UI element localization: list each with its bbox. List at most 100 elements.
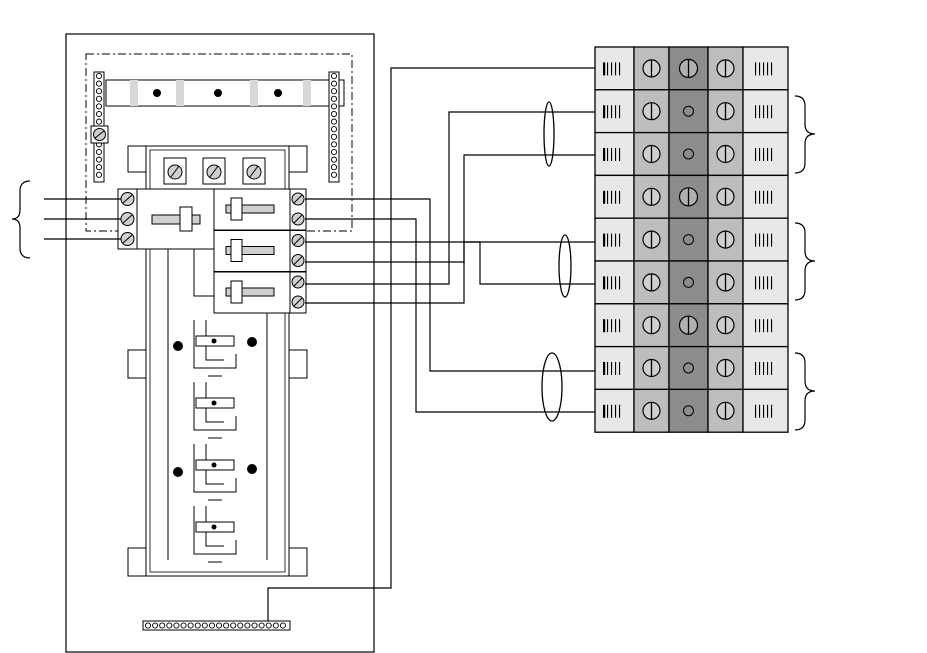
terminal-marker-tick	[759, 148, 760, 161]
ground-bar-terminal	[273, 623, 278, 628]
terminal-marker-tick	[611, 234, 612, 247]
terminal-marker-tick	[771, 148, 772, 161]
terminal-marker-tick	[619, 276, 620, 289]
side-bar-terminal	[96, 149, 101, 154]
terminal-cell	[595, 218, 634, 261]
side-bar-terminal	[96, 111, 101, 116]
terminal-cell	[743, 90, 788, 133]
side-bar-terminal	[96, 165, 101, 170]
terminal-marker-tick	[607, 191, 608, 204]
terminal-row-5	[595, 218, 788, 261]
ground-screw-terminal	[91, 126, 108, 143]
ground-bar-terminal	[266, 623, 271, 628]
terminal-cell	[669, 218, 708, 261]
main-breaker-terminal-2	[121, 213, 134, 226]
terminal-row-3	[595, 133, 788, 176]
terminal-marker-tick	[763, 191, 764, 204]
branch-breaker-1	[214, 189, 306, 230]
terminal-marker-tick	[763, 362, 764, 375]
ground-bar-terminal	[145, 623, 150, 628]
terminal-marker-tick	[619, 405, 620, 418]
ground-bar-terminal	[188, 623, 193, 628]
terminal-marker-tick	[759, 105, 760, 118]
terminal-marker-tick	[603, 62, 605, 75]
terminal-marker-tick	[615, 319, 616, 332]
terminal-marker-tick	[603, 105, 605, 118]
terminal-cell	[743, 175, 788, 218]
terminal-cell	[669, 347, 708, 390]
terminal-cell	[669, 133, 708, 176]
terminal-marker-tick	[767, 276, 768, 289]
terminal-marker-tick	[603, 319, 605, 332]
terminal-marker-tick	[771, 362, 772, 375]
terminal-marker-tick	[755, 62, 756, 75]
side-bar-terminal	[96, 96, 101, 101]
ground-bar-terminal	[195, 623, 200, 628]
branch-breaker-group	[214, 189, 306, 313]
terminal-group-braces	[795, 96, 815, 430]
cable-bundle-3	[542, 353, 562, 421]
terminal-row-4	[595, 175, 788, 218]
terminal-marker-tick	[611, 405, 612, 418]
terminal-row-9	[595, 389, 788, 432]
terminal-marker-tick	[615, 191, 616, 204]
terminal-marker-tick	[771, 276, 772, 289]
circuit-stab-screw	[212, 463, 217, 468]
terminal-group-brace-3	[795, 353, 815, 430]
side-bar-terminal	[331, 96, 336, 101]
terminal-marker-tick	[755, 191, 756, 204]
terminal-marker-tick	[603, 405, 605, 418]
branch-breaker-toggle	[231, 198, 242, 220]
terminal-marker-tick	[767, 234, 768, 247]
bus-connector	[194, 246, 214, 296]
terminal-cell	[743, 47, 788, 90]
terminal-marker-tick	[611, 319, 612, 332]
main-breaker-handle	[152, 215, 200, 224]
main-breaker	[118, 189, 214, 249]
terminal-marker-tick	[755, 276, 756, 289]
terminal-marker-tick	[619, 62, 620, 75]
terminal-marker-tick	[607, 405, 608, 418]
line-feed-brace	[12, 181, 30, 258]
terminal-marker-tick	[759, 405, 760, 418]
terminal-cell	[743, 133, 788, 176]
branch-breaker-toggle	[231, 281, 242, 303]
ground-bar-terminal	[245, 623, 250, 628]
side-bar-terminal	[96, 104, 101, 109]
terminal-marker-tick	[759, 191, 760, 204]
terminal-marker-tick	[619, 234, 620, 247]
terminal-marker-tick	[767, 362, 768, 375]
terminal-marker-tick	[615, 405, 616, 418]
terminal-marker-tick	[759, 62, 760, 75]
branch-breaker-2	[214, 231, 306, 272]
terminal-marker-tick	[607, 276, 608, 289]
terminal-marker-tick	[607, 234, 608, 247]
terminal-marker-tick	[615, 276, 616, 289]
terminal-marker-tick	[771, 105, 772, 118]
terminal-marker-tick	[603, 191, 605, 204]
terminal-cell	[669, 389, 708, 432]
top-neutral-bar	[106, 80, 344, 106]
terminal-marker-tick	[607, 148, 608, 161]
terminal-group-brace-2	[795, 223, 815, 300]
terminal-cell	[743, 347, 788, 390]
terminal-marker-tick	[611, 148, 612, 161]
terminal-cell	[595, 175, 634, 218]
terminal-marker-tick	[767, 62, 768, 75]
terminal-marker-tick	[607, 105, 608, 118]
ground-bar-terminal	[167, 623, 172, 628]
circuit-stab-screw	[212, 401, 217, 406]
terminal-marker-tick	[755, 148, 756, 161]
terminal-marker-tick	[771, 191, 772, 204]
terminal-marker-tick	[619, 148, 620, 161]
terminal-cell	[595, 389, 634, 432]
side-bar-terminal	[331, 134, 336, 139]
terminal-group-brace-1	[795, 96, 815, 173]
terminal-marker-tick	[767, 148, 768, 161]
ground-bar-terminal	[252, 623, 257, 628]
terminal-marker-tick	[763, 105, 764, 118]
terminal-marker-tick	[771, 319, 772, 332]
terminal-marker-tick	[759, 319, 760, 332]
terminal-marker-tick	[619, 105, 620, 118]
terminal-marker-tick	[767, 105, 768, 118]
